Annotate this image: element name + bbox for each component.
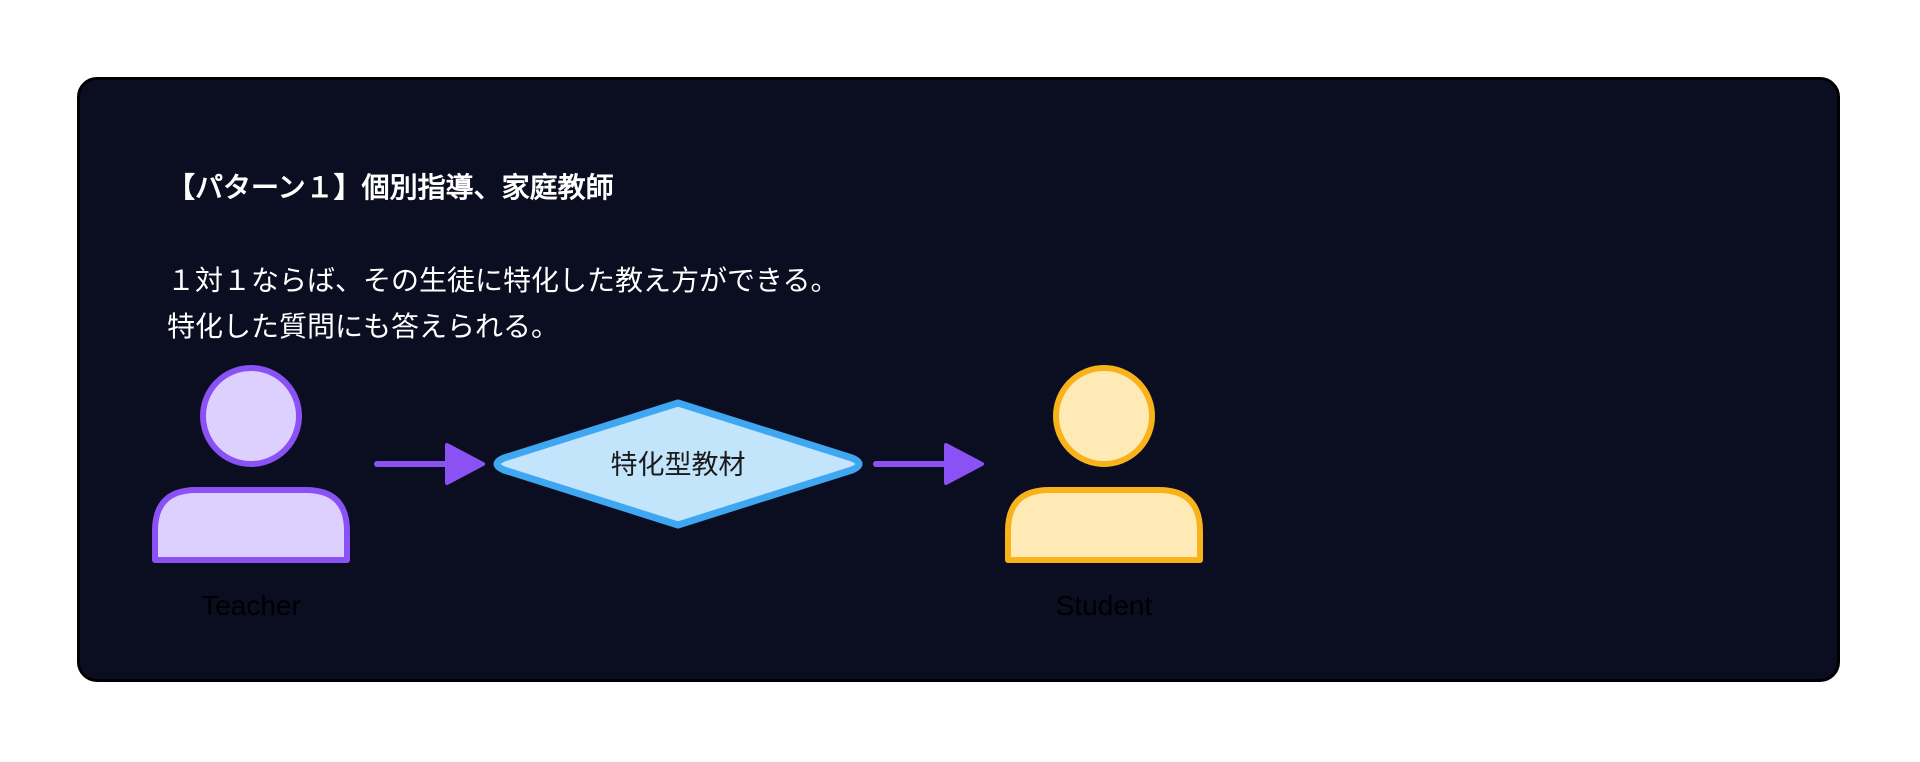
teacher-head <box>200 365 302 467</box>
material-diamond <box>493 399 863 529</box>
material-node[interactable]: 特化型教材 <box>493 399 863 529</box>
student-label: Student <box>1056 590 1153 621</box>
diagram-card <box>77 77 1840 682</box>
arrow-material-to-student <box>873 443 984 485</box>
teacher-node[interactable]: Teacher <box>152 365 350 621</box>
description-line: 特化した質問にも答えられる。 <box>167 310 560 343</box>
teacher-body <box>152 487 350 563</box>
arrow-teacher-to-material <box>374 443 485 485</box>
card-description: １対１ならば、その生徒に特化した教え方ができる。 特化した質問にも答えられる。 <box>167 258 838 350</box>
material-label: 特化型教材 <box>611 450 746 481</box>
teacher-label: Teacher <box>201 590 301 621</box>
card-title: 【パターン１】個別指導、家庭教師 <box>167 171 614 204</box>
description-line: １対１ならば、その生徒に特化した教え方ができる。 <box>167 264 839 297</box>
student-head <box>1053 365 1155 467</box>
student-body <box>1005 487 1203 563</box>
student-node[interactable]: Student <box>1005 365 1203 621</box>
